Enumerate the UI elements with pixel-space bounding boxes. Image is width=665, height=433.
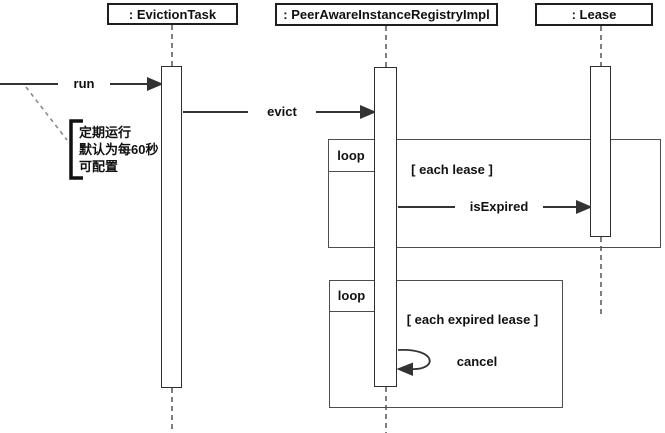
message-label-run: run xyxy=(58,76,110,92)
lifeline-label: : PeerAwareInstanceRegistryImpl xyxy=(283,7,490,22)
guard-each-lease: [ each lease ] xyxy=(411,162,493,177)
message-label-isexpired: isExpired xyxy=(455,199,543,215)
note-bracket xyxy=(69,119,83,180)
cancel-arrowhead xyxy=(396,362,413,377)
loop-fragment-each-expired-lease: loop xyxy=(328,279,563,408)
lifeline-head-lease: : Lease xyxy=(535,3,653,26)
activation-lease xyxy=(590,66,611,237)
loop-operator-label: loop xyxy=(328,279,375,312)
lifeline-head-peerawareinstanceregistryimpl: : PeerAwareInstanceRegistryImpl xyxy=(275,3,498,26)
loop-operator-text: loop xyxy=(337,147,365,163)
note-anchor-line xyxy=(25,86,68,141)
loop-operator-text: loop xyxy=(337,288,366,303)
isexpired-arrowhead xyxy=(576,199,593,215)
evict-arrowhead xyxy=(360,104,377,120)
loop-operator-label: loop xyxy=(327,138,375,172)
note: 定期运行 默认为每60秒 可配置 xyxy=(79,124,158,175)
lifeline-head-evictiontask: : EvictionTask xyxy=(107,3,238,25)
note-line: 可配置 xyxy=(79,159,119,174)
note-line: 默认为每60秒 xyxy=(79,142,159,157)
loop-fragment-each-lease: loop xyxy=(327,138,661,248)
message-label-cancel: cancel xyxy=(456,354,498,369)
activation-registry xyxy=(374,67,397,387)
lifeline-dashed-lines xyxy=(171,25,602,433)
cancel-self-message-line xyxy=(397,349,431,370)
guard-each-expired-lease: [ each expired lease ] xyxy=(406,312,539,327)
lifeline-label: : Lease xyxy=(571,7,617,22)
lifeline-label: : EvictionTask xyxy=(128,6,217,22)
run-arrowhead xyxy=(147,76,164,92)
message-label-evict: evict xyxy=(248,104,316,120)
note-line: 定期运行 xyxy=(79,125,132,140)
activation-evictiontask xyxy=(161,66,182,388)
